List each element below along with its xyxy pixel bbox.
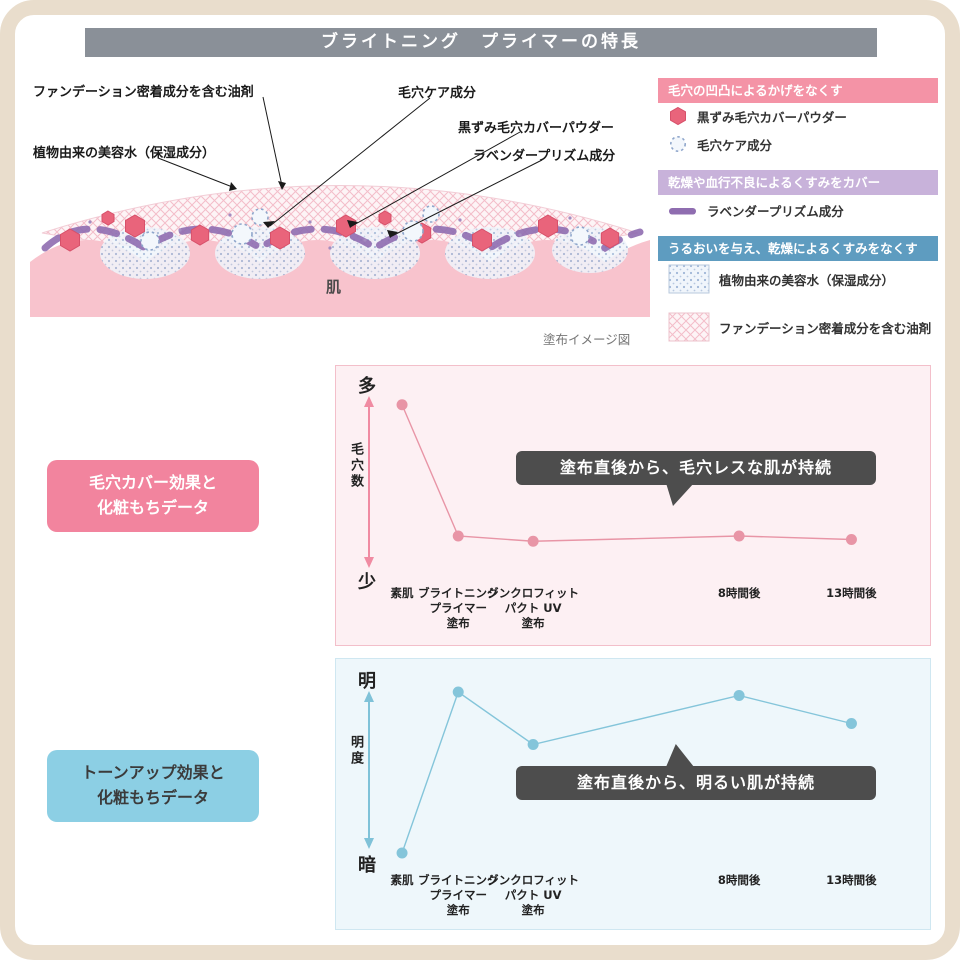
annotation-bubble: 塗布直後から、明るい肌が持続	[516, 766, 876, 800]
cover-powder-hexagons	[60, 210, 620, 252]
y-axis-max-label: 明	[358, 671, 376, 692]
x-axis-label: シンクロフィット パクト UV 塗布	[487, 873, 580, 917]
x-axis-label: ブライトニング プライマー 塗布	[417, 873, 499, 917]
data-point	[452, 686, 464, 698]
legend-item-label: 植物由来の美容水（保湿成分）	[719, 272, 895, 288]
data-point	[845, 718, 857, 729]
pore-count-chart: 多 少 毛穴数 素肌ブライトニング プライマー 塗布シンクロフィット パクト U…	[335, 365, 931, 646]
x-axis-label: 13時間後	[826, 873, 877, 887]
data-point	[396, 399, 408, 411]
annotation-bubble: 塗布直後から、毛穴レスな肌が持続	[516, 451, 876, 485]
y-axis-title: 明度	[348, 735, 363, 767]
data-point	[733, 530, 745, 542]
y-axis-min-label: 暗	[358, 855, 376, 876]
pore-care-particles	[140, 205, 590, 251]
x-axis-label: 8時間後	[717, 586, 761, 600]
x-axis-label: 素肌	[390, 873, 414, 887]
x-axis-label: シンクロフィット パクト UV 塗布	[487, 586, 580, 630]
label-water: 植物由来の美容水（保湿成分）	[33, 146, 216, 161]
x-axis-labels: 素肌ブライトニング プライマー 塗布シンクロフィット パクト UV 塗布 8時間後…	[386, 873, 921, 929]
brightness-chart: 明 暗 明度 素肌ブライトニング プライマー 塗布シンクロフィット パクト UV…	[335, 658, 931, 930]
legend-header-moisture: うるおいを与え、乾燥によるくすみをなくす	[658, 236, 938, 261]
y-axis-max-label: 多	[358, 376, 376, 397]
legend-item-prism: ラベンダープリズム成分	[668, 201, 844, 220]
chart-side-label-tone: トーンアップ効果と 化粧もちデータ	[47, 750, 259, 822]
x-axis-label: 8時間後	[717, 873, 761, 887]
pink-swatch	[668, 312, 710, 342]
data-point	[452, 530, 464, 542]
legend-item-label: 黒ずみ毛穴カバーパウダー	[697, 109, 847, 125]
diagram-caption: 塗布イメージ図	[543, 332, 631, 347]
data-point	[845, 534, 857, 545]
dotted-swatch	[668, 264, 710, 294]
line-chart-plot	[396, 686, 857, 859]
legend-item-oil: ファンデーション密着成分を含む油剤	[668, 312, 931, 342]
label-pore-care: 毛穴ケア成分	[398, 86, 477, 101]
purple-dash-icon	[669, 207, 696, 214]
legend-header-pores: 毛穴の凹凸によるかげをなくす	[658, 78, 938, 103]
y-axis-min-label: 少	[358, 572, 376, 593]
x-axis-labels: 素肌ブライトニング プライマー 塗布シンクロフィット パクト UV 塗布 8時間後…	[386, 586, 921, 642]
y-axis-arrow	[364, 691, 374, 849]
callout-arrowheads	[229, 181, 398, 238]
scatter-dots	[88, 213, 572, 250]
dotted-circle-icon	[670, 136, 686, 152]
chart-side-label-pore: 毛穴カバー効果と 化粧もちデータ	[47, 460, 259, 532]
x-axis-label: ブライトニング プライマー 塗布	[417, 586, 499, 630]
x-axis-label: 素肌	[390, 586, 414, 600]
legend-item-label: ファンデーション密着成分を含む油剤	[719, 320, 932, 336]
label-oil: ファンデーション密着成分を含む油剤	[33, 85, 254, 100]
legend-item-water: 植物由来の美容水（保湿成分）	[668, 264, 894, 294]
y-axis-arrow	[364, 396, 374, 568]
x-axis-label: 13時間後	[826, 586, 877, 600]
skin-label: 肌	[326, 278, 342, 296]
data-point	[733, 690, 745, 701]
legend-item-powder: 黒ずみ毛穴カバーパウダー	[668, 106, 847, 126]
hexagon-icon	[670, 106, 686, 126]
label-powder: 黒ずみ毛穴カバーパウダー	[458, 121, 614, 136]
legend-item-label: 毛穴ケア成分	[697, 137, 773, 153]
legend-item-label: ラベンダープリズム成分	[707, 204, 844, 219]
data-point	[527, 535, 539, 547]
page-title: ブライトニング プライマーの特長	[85, 28, 877, 57]
skin-diagram-graphic	[30, 96, 650, 317]
data-point	[396, 847, 408, 859]
callout-lines	[157, 96, 543, 237]
legend-item-pore-care: 毛穴ケア成分	[668, 134, 772, 154]
label-prism: ラベンダープリズム成分	[473, 149, 616, 164]
y-axis-title: 毛穴数	[348, 442, 363, 490]
legend-header-dullness: 乾燥や血行不良によるくすみをカバー	[658, 170, 938, 195]
line-chart-plot	[396, 399, 857, 547]
data-point	[527, 739, 539, 750]
